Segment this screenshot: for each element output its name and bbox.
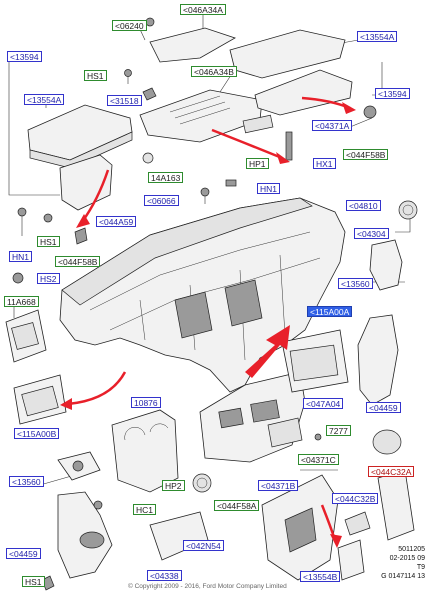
top-right-cover: [229, 29, 346, 79]
drawing-reference-block: 5011205 02-2015 09 T9 G 0147114 13: [381, 545, 425, 581]
part-label-04459-right[interactable]: <04459: [366, 402, 401, 413]
part-label-hx1[interactable]: HX1: [313, 158, 336, 169]
right-trim-clip-part: [344, 511, 371, 536]
part-label-hn1-middle[interactable]: HN1: [257, 183, 281, 194]
center-console-bezel: [199, 371, 306, 463]
display-screen: [289, 344, 339, 382]
part-label-13560-left[interactable]: <13560: [9, 476, 44, 487]
left-upper-cover: [27, 104, 133, 161]
vent-grille-ring: [402, 204, 414, 216]
part-label-04810[interactable]: <04810: [346, 200, 381, 211]
left-vent-opening: [21, 385, 59, 417]
part-label-06240[interactable]: <06240: [112, 20, 147, 31]
bezel-opening-2: [250, 399, 280, 423]
console-side-panel: [337, 539, 365, 581]
part-label-13594-top-left[interactable]: <13594: [7, 51, 42, 62]
part-label-04304[interactable]: <04304: [354, 228, 389, 239]
part-label-044A59[interactable]: <044A59: [96, 216, 137, 227]
left-lower-cover: [59, 154, 113, 211]
arrow-pointer-4: [67, 371, 127, 406]
part-label-06066[interactable]: <06066: [144, 195, 179, 206]
right-lower-panel: [357, 314, 399, 406]
part-label-046A34A[interactable]: <046A34A: [180, 4, 226, 15]
upper-vent-panel: [139, 89, 263, 143]
instrument-panel-top: [61, 197, 313, 306]
part-label-14A163[interactable]: 14A163: [148, 172, 184, 183]
part-label-hc1[interactable]: HC1: [133, 504, 157, 515]
cup-holder-hole: [72, 460, 84, 472]
copyright-notice: © Copyright 2009 - 2016, Ford Motor Comp…: [128, 583, 287, 590]
part-label-13594-right[interactable]: <13594: [375, 88, 410, 99]
part-label-044F58B-right[interactable]: <044F58B: [343, 149, 389, 160]
panel-inner-frame-2: [224, 279, 263, 327]
storage-tray: [267, 417, 303, 448]
arrow-pointer-2: [211, 128, 283, 160]
part-label-hs2[interactable]: HS2: [37, 273, 60, 284]
part-label-13554A-top-right[interactable]: <13554A: [357, 31, 398, 42]
cluster-dials: [124, 423, 169, 441]
right-upper-trim: [254, 69, 353, 116]
knob-cover: [372, 429, 402, 455]
part-label-044C32A[interactable]: <044C32A: [368, 466, 415, 477]
left-upper-cover-edge: [29, 131, 133, 169]
part-label-11A668[interactable]: 11A668: [4, 296, 39, 307]
ref-number: 5011205: [398, 546, 425, 553]
part-label-04371C[interactable]: <04371C: [298, 454, 339, 465]
part-label-13554B[interactable]: <13554B: [300, 571, 341, 582]
lower-console-opening: [284, 507, 317, 553]
part-label-115A00B[interactable]: <115A00B: [14, 428, 60, 439]
part-label-044F58A[interactable]: <044F58A: [214, 500, 260, 511]
top-trim-panel: [149, 27, 236, 63]
ignition-ring-inner: [196, 477, 208, 489]
part-label-hs1-left[interactable]: HS1: [37, 236, 60, 247]
vent-grille: [398, 200, 418, 220]
fasteners: [12, 17, 377, 591]
part-label-115A00A-highlighted[interactable]: <115A00A: [307, 306, 353, 317]
storage-pocket: [377, 469, 415, 541]
part-label-04459-left[interactable]: <04459: [6, 548, 41, 559]
part-label-044C32B[interactable]: <044C32B: [332, 493, 379, 504]
part-label-04338[interactable]: <04338: [147, 570, 182, 581]
instrument-cluster-hood: [111, 409, 179, 493]
ref-date: 02-2015 09: [389, 555, 425, 562]
red-arrowheads: [60, 102, 356, 548]
large-highlight-arrow: [245, 325, 290, 378]
part-label-hs1-bottom[interactable]: HS1: [22, 576, 45, 587]
small-cover-plate: [242, 114, 274, 134]
part-label-10876[interactable]: 10876: [131, 397, 161, 408]
part-label-hp2[interactable]: HP2: [162, 480, 185, 491]
lower-console-cup: [79, 531, 105, 549]
part-label-hn1-left[interactable]: HN1: [9, 251, 33, 262]
part-label-044F58B-left[interactable]: <044F58B: [55, 256, 101, 267]
ref-drawing-id: G 0147114 13: [381, 573, 425, 580]
panel-inner-frame: [174, 291, 213, 339]
part-label-04371B[interactable]: <04371B: [258, 480, 299, 491]
part-label-04371A[interactable]: <04371A: [312, 120, 353, 131]
part-label-046A34B[interactable]: <046A34B: [191, 66, 237, 77]
vent-slots: [169, 95, 231, 125]
part-label-hp1[interactable]: HP1: [246, 158, 269, 169]
bezel-opening-1: [218, 407, 244, 429]
part-label-13554A[interactable]: <13554A: [24, 94, 65, 105]
ignition-ring-bezel: [192, 473, 212, 493]
part-label-7277[interactable]: 7277: [326, 425, 351, 436]
part-label-hs1-top[interactable]: HS1: [84, 70, 107, 81]
part-label-047A04[interactable]: <047A04: [303, 398, 344, 409]
lower-trim-panel: [149, 511, 209, 561]
ref-model: T9: [416, 564, 425, 571]
right-end-cover: [369, 239, 403, 291]
part-label-31518[interactable]: <31518: [107, 95, 142, 106]
left-switch-opening: [11, 322, 39, 350]
part-label-13560-right[interactable]: <13560: [338, 278, 373, 289]
part-label-042N54[interactable]: <042N54: [183, 540, 224, 551]
